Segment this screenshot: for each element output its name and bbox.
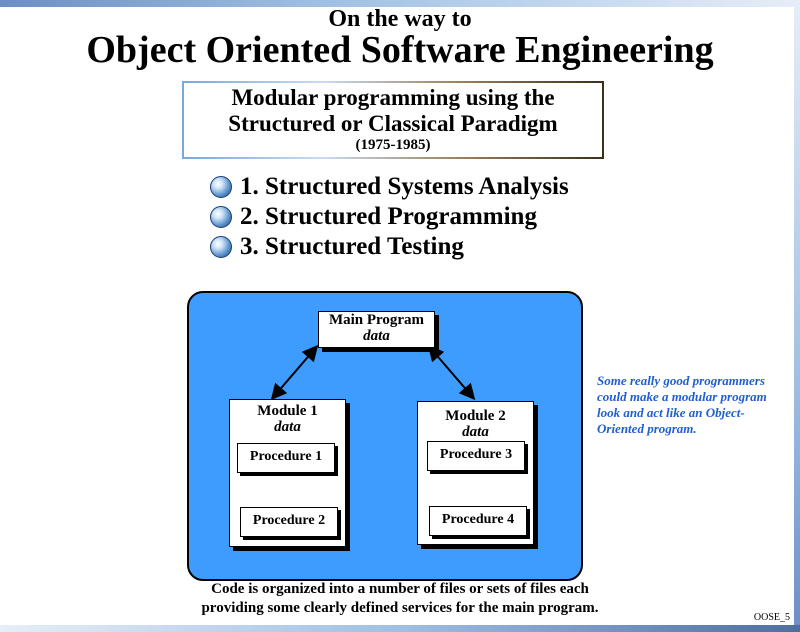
bullet-text: 1. Structured Systems Analysis [240, 173, 569, 200]
module-2-data: data [462, 424, 489, 440]
caption-line-2: providing some clearly defined services … [201, 600, 599, 616]
bottom-border [0, 625, 800, 632]
procedure-3-box: Procedure 3 [427, 441, 525, 471]
main-program-data: data [363, 328, 390, 344]
subtitle-years: (1975-1985) [355, 137, 431, 153]
sphere-bullet-icon [210, 206, 232, 228]
main-program-box: Main Program data [318, 311, 435, 348]
caption-line-1: Code is organized into a number of files… [211, 581, 589, 597]
module-2-label: Module 2 [445, 408, 506, 424]
main-program-label: Main Program [328, 312, 425, 328]
subtitle-line-2: Structured or Classical Paradigm [228, 111, 558, 136]
arrow-main-module2 [427, 344, 476, 401]
module-1-label: Module 1 [257, 403, 318, 419]
slide-id: OOSE_5 [753, 612, 790, 623]
procedure-4-box: Procedure 4 [429, 506, 527, 536]
bullet-item: 3. Structured Testing [210, 232, 569, 262]
sphere-bullet-icon [210, 236, 232, 258]
bullet-list: 1. Structured Systems Analysis 2. Struct… [210, 172, 569, 262]
bullet-item: 1. Structured Systems Analysis [210, 172, 569, 202]
bullet-text: 2. Structured Programming [240, 203, 537, 230]
subtitle-box: Modular programming using the Structured… [182, 81, 604, 159]
page-title: Object Oriented Software Engineering [86, 29, 714, 71]
title-small: On the way to [328, 6, 472, 32]
sphere-bullet-icon [210, 176, 232, 198]
side-note: Some really good programmers could make … [597, 373, 767, 436]
module-diagram: Main Program data Module 1 data Procedur… [187, 291, 583, 581]
subtitle-line-1: Modular programming using the [231, 85, 555, 110]
right-border [794, 0, 800, 632]
module-1-data: data [274, 419, 301, 435]
procedure-2-box: Procedure 2 [240, 507, 338, 537]
caption: Code is organized into a number of files… [150, 580, 650, 618]
top-border [0, 0, 800, 7]
bullet-text: 3. Structured Testing [240, 233, 464, 260]
bullet-item: 2. Structured Programming [210, 202, 569, 232]
arrow-main-module1 [270, 344, 319, 401]
procedure-1-box: Procedure 1 [237, 443, 335, 473]
